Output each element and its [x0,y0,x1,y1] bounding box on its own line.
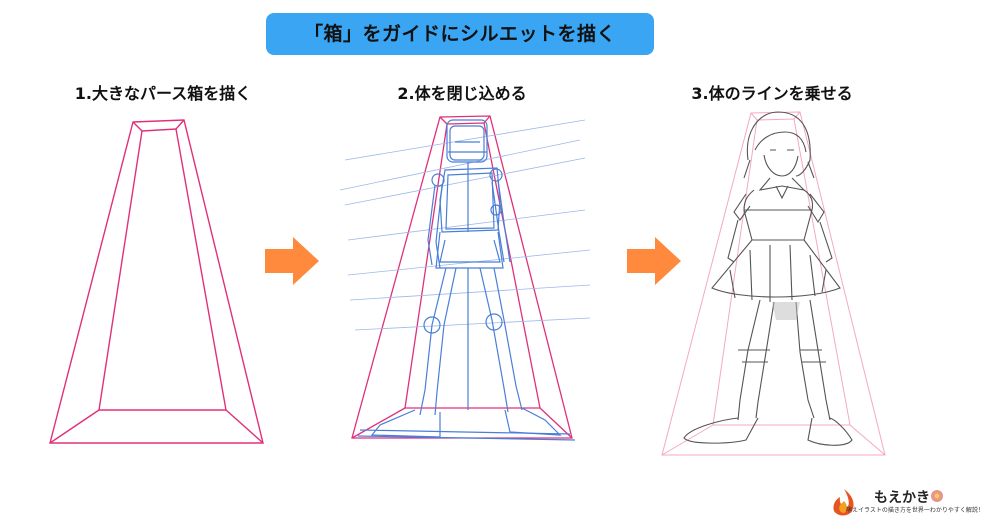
site-logo[interactable]: もえかき 萌えイラストの描き方を世界一わかりやすく解説！ [830,487,984,519]
logo-name: もえかき [874,490,930,506]
flame-logo-icon [833,489,854,516]
step-3-label: 3.体のラインを乗せる [691,84,853,103]
logo-tagline: 萌えイラストの描き方を世界一わかりやすく解説！ [846,507,984,514]
step-1-label: 1.大きなパース箱を描く [74,84,252,103]
arrow-right-icon [627,237,681,285]
arrow-right-icon [265,237,319,285]
flower-icon [931,490,943,502]
page-title: 「箱」をガイドにシルエットを描く [266,13,654,55]
step-2-label: 2.体を閉じ込める [397,84,527,103]
